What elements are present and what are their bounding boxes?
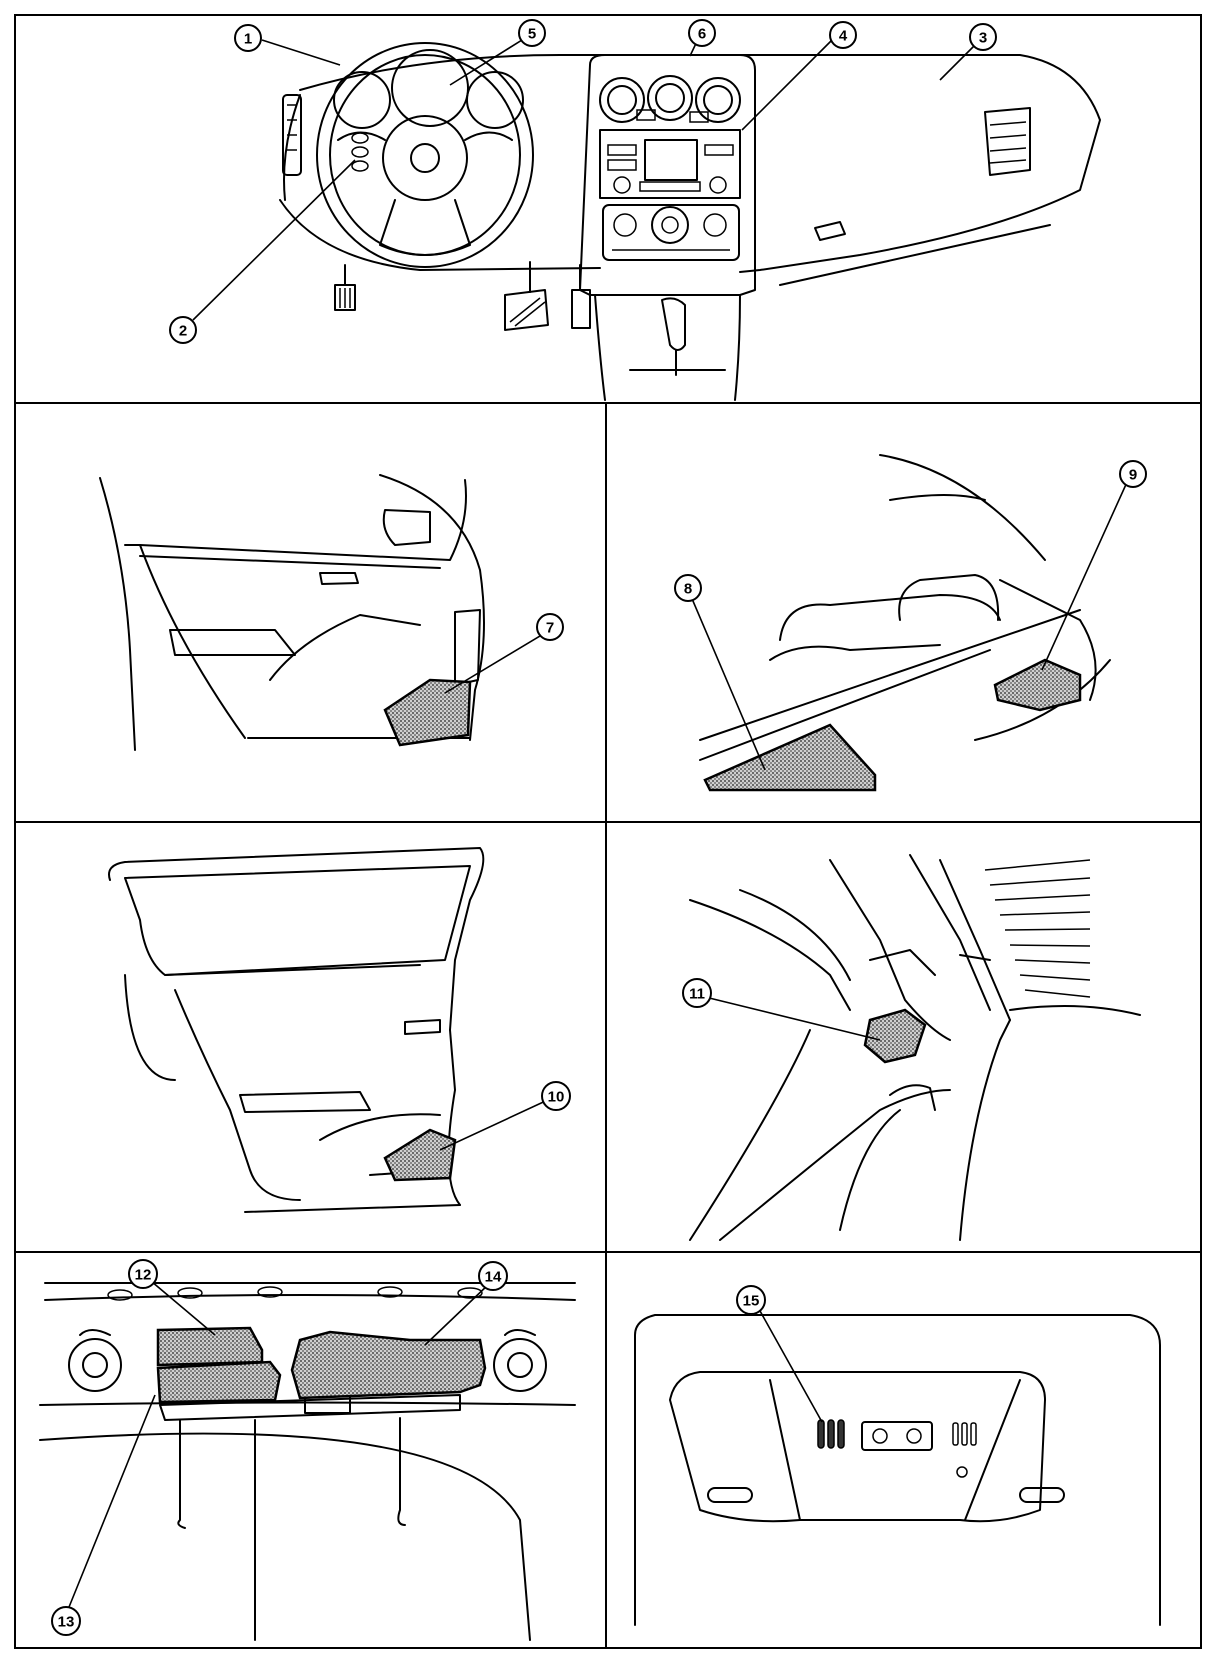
leader-lines: [66, 34, 1129, 1613]
dashboard-illustration: [279, 42, 1101, 401]
microphone-grille-overhead: [817, 1419, 845, 1449]
speaker-grille-rear-left: [703, 723, 877, 792]
callout-12-label: 12: [135, 1267, 152, 1284]
callout-1: 1: [234, 24, 262, 52]
callout-4: 4: [829, 21, 857, 49]
callout-9: 9: [1119, 460, 1147, 488]
callout-9-label: 9: [1129, 467, 1137, 484]
callout-13-label: 13: [58, 1614, 75, 1631]
panel-frame: [14, 14, 1202, 1649]
callout-15-label: 15: [743, 1293, 760, 1310]
pillar-illustration: [689, 854, 1141, 1241]
callout-8: 8: [674, 574, 702, 602]
speaker-grille-front-door: [383, 678, 472, 747]
callout-1-label: 1: [244, 31, 252, 48]
callout-11: 11: [682, 978, 712, 1008]
rear-shelf-woofer-illustration: [39, 1282, 576, 1641]
callout-6: 6: [688, 19, 716, 47]
callout-12: 12: [128, 1259, 158, 1289]
speaker-grille-shelf-left-upper: [156, 1326, 264, 1367]
overhead-console-illustration: [634, 1314, 1161, 1626]
callout-3-label: 3: [979, 30, 987, 47]
callout-10-label: 10: [548, 1089, 565, 1106]
rear-shelf-illustration: [699, 454, 1111, 761]
callout-7-label: 7: [546, 620, 554, 637]
callout-7: 7: [536, 613, 564, 641]
callout-8-label: 8: [684, 581, 692, 598]
callout-11-label: 11: [689, 986, 705, 1003]
callout-5: 5: [518, 19, 546, 47]
tweeter-grille-pillar: [863, 1008, 927, 1064]
callout-3: 3: [969, 23, 997, 51]
callout-5-label: 5: [528, 26, 536, 43]
callout-2-label: 2: [179, 323, 187, 340]
front-door-illustration: [99, 474, 485, 751]
callout-10: 10: [541, 1081, 571, 1111]
speaker-grille-shelf-right: [290, 1330, 487, 1400]
speaker-grille-rear-door: [383, 1128, 457, 1182]
speaker-grille-shelf-left-lower: [156, 1360, 282, 1404]
callout-14-label: 14: [485, 1269, 502, 1286]
callout-14: 14: [478, 1261, 508, 1291]
callout-4-label: 4: [839, 28, 848, 45]
callout-13: 13: [51, 1606, 81, 1636]
rear-door-illustration: [108, 847, 485, 1213]
callout-6-label: 6: [698, 26, 706, 43]
speaker-grille-rear-right: [993, 658, 1082, 712]
callout-15: 15: [736, 1285, 766, 1315]
callout-2: 2: [169, 316, 197, 344]
